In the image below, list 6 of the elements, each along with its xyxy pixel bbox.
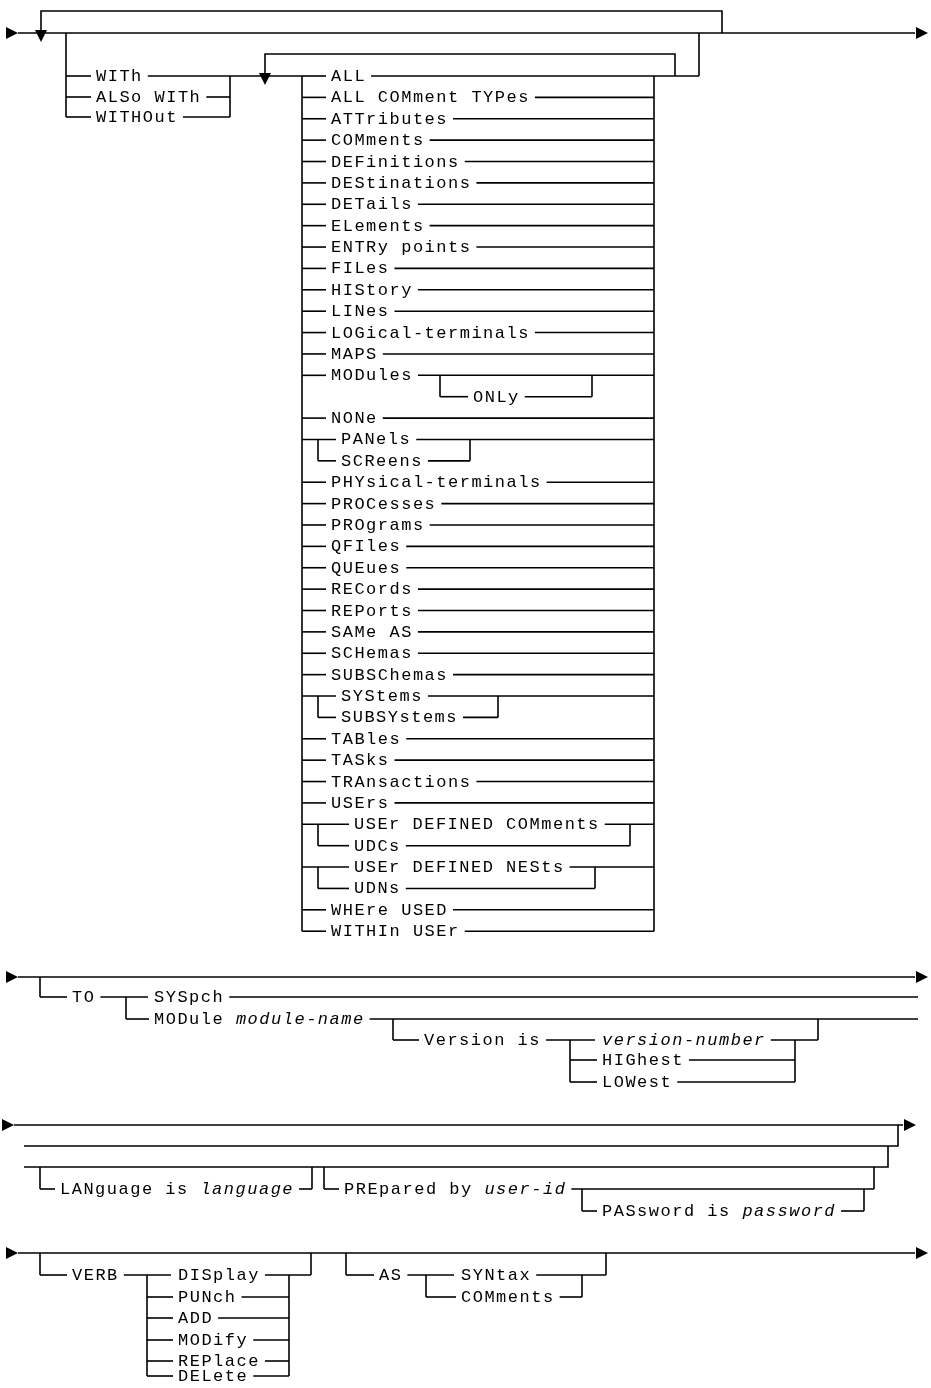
- syntax-keyword: DISplay: [177, 1266, 261, 1284]
- syntax-keyword: ONLy: [472, 388, 521, 406]
- syntax-keyword: HIStory: [330, 281, 414, 299]
- syntax-keyword: MODify: [177, 1331, 250, 1349]
- syntax-keyword: PASsword is password: [601, 1202, 838, 1220]
- syntax-keyword: PREpared by user-id: [343, 1180, 568, 1198]
